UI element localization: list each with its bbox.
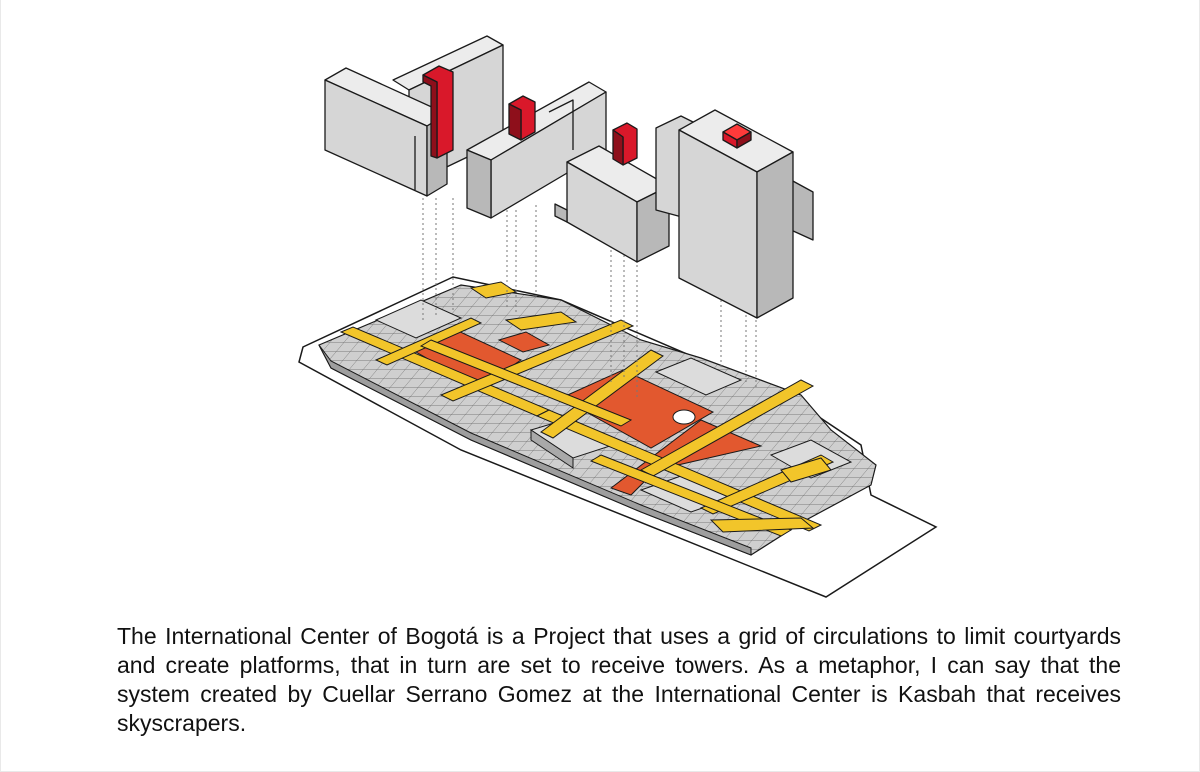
caption-text: The International Center of Bogotá is a … (117, 623, 1121, 736)
tower-2 (467, 82, 606, 218)
axonometric-diagram (1, 0, 1200, 610)
courtyard-circle (673, 410, 695, 424)
circulation-grid (341, 282, 833, 536)
courtyard-small (499, 332, 549, 352)
projection-lines (423, 198, 756, 400)
tower-4 (656, 110, 813, 318)
